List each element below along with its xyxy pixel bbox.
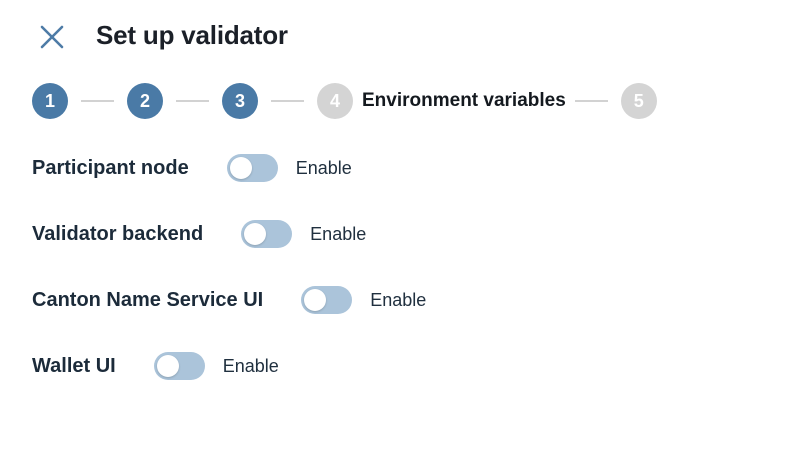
step-3[interactable]: 3 <box>222 83 258 119</box>
step-2[interactable]: 2 <box>127 83 163 119</box>
step-1[interactable]: 1 <box>32 83 68 119</box>
wallet-ui-row: Wallet UI Enable <box>32 346 279 386</box>
step-connector <box>271 100 304 102</box>
canton-name-service-ui-label: Canton Name Service UI <box>32 288 264 311</box>
step-4-label: Environment variables <box>362 90 566 111</box>
toggle-knob <box>244 223 267 245</box>
toggle-knob <box>156 355 179 377</box>
step-connector <box>81 100 114 102</box>
stepper: 1 2 3 4 Environment variables 5 <box>32 83 657 119</box>
validator-backend-toggle-label: Enable <box>310 223 367 244</box>
toggle-knob <box>304 289 327 311</box>
step-connector <box>176 100 209 102</box>
toggle-knob <box>229 157 252 179</box>
step-4[interactable]: 4 <box>317 83 353 119</box>
close-button[interactable] <box>37 22 67 52</box>
step-connector <box>574 100 608 102</box>
canton-name-service-ui-toggle[interactable] <box>301 286 353 314</box>
validator-backend-row: Validator backend Enable <box>32 214 366 254</box>
validator-backend-toggle[interactable] <box>241 220 293 248</box>
page-title: Set up validator <box>96 20 288 50</box>
participant-node-toggle[interactable] <box>226 154 278 182</box>
participant-node-row: Participant node Enable <box>32 148 352 188</box>
step-5[interactable]: 5 <box>620 83 657 119</box>
canton-name-service-ui-row: Canton Name Service UI Enable <box>32 280 426 320</box>
validator-backend-label: Validator backend <box>32 222 204 245</box>
wallet-ui-toggle-label: Enable <box>222 355 279 376</box>
close-icon <box>40 25 64 49</box>
canton-name-service-ui-toggle-label: Enable <box>370 289 427 310</box>
wallet-ui-label: Wallet UI <box>32 354 116 377</box>
participant-node-toggle-label: Enable <box>295 157 352 178</box>
wallet-ui-toggle[interactable] <box>153 352 205 380</box>
participant-node-label: Participant node <box>32 156 189 179</box>
